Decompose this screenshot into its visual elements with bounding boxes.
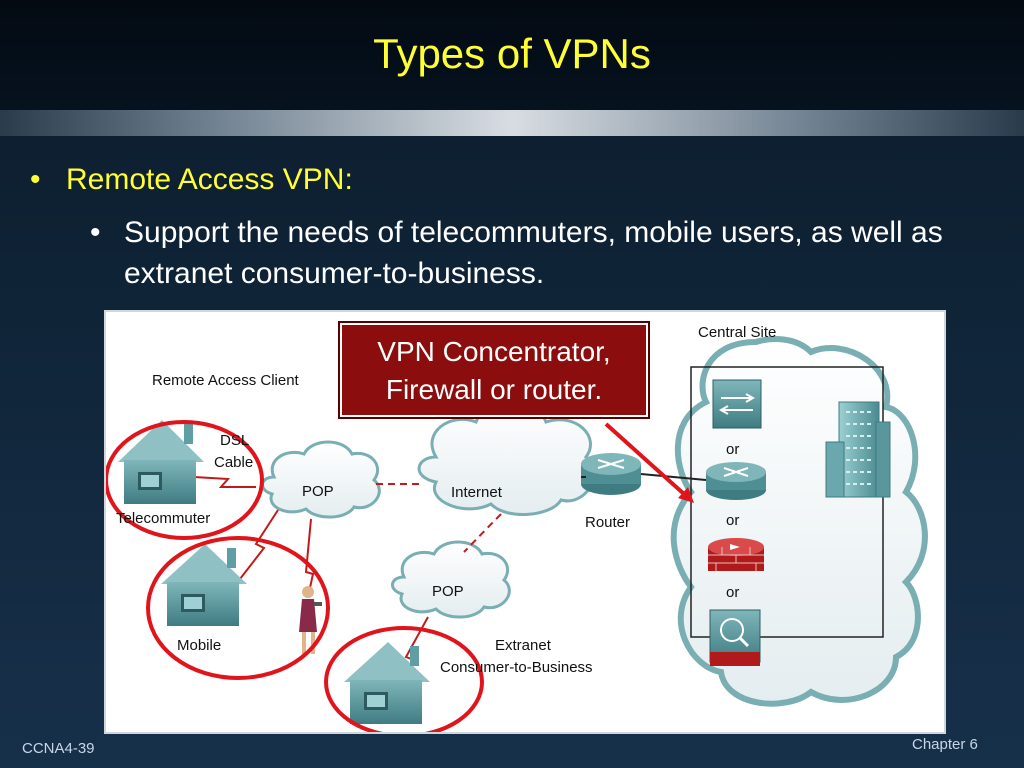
pop-bottom-label: POP — [432, 583, 464, 600]
pop-top-label: POP — [302, 483, 334, 500]
extranet-label: Extranet — [495, 637, 552, 654]
internet-pop-link — [463, 513, 502, 553]
callout-line-1: VPN Concentrator, — [377, 336, 611, 367]
central-router-icon — [706, 462, 766, 500]
telecommuter-label: Telecommuter — [116, 510, 210, 527]
callout-arrow — [604, 422, 694, 503]
callout-line-2: Firewall or router. — [385, 374, 603, 405]
sub-bullet-support-text: Support the needs of telecommuters, mobi… — [124, 216, 943, 290]
title-bar — [0, 0, 1024, 110]
mobile-pop-link — [225, 509, 279, 598]
router-central-link — [640, 473, 707, 481]
central-site-label: Central Site — [698, 324, 776, 341]
bullet-dot-icon: • — [30, 163, 41, 196]
or-label-1: or — [726, 441, 739, 458]
or-label-3: or — [726, 584, 739, 601]
consumer-to-business-label: Consumer-to-Business — [440, 659, 593, 676]
title-divider — [0, 110, 1024, 136]
mobile-user-icon — [299, 586, 322, 654]
building-icon — [825, 401, 891, 498]
firewall-icon — [708, 538, 764, 571]
footer-slide-id: CCNA4-39 — [22, 740, 95, 757]
router-icon — [581, 453, 641, 495]
mobile-house-icon — [161, 544, 247, 626]
user-pop-link — [304, 518, 315, 598]
internet-cloud — [417, 401, 596, 516]
pop-top-cloud — [261, 440, 381, 519]
or-label-2: or — [726, 512, 739, 529]
vpn-diagram: Central Site or or or — [104, 310, 946, 734]
vpn-concentrator-icon — [709, 609, 761, 666]
pop-bottom-cloud — [391, 540, 511, 619]
remote-access-client-label: Remote Access Client — [152, 372, 300, 389]
sub-bullet-dot-icon: • — [90, 216, 101, 249]
telecommuter-highlight-ring — [106, 420, 264, 540]
mobile-label: Mobile — [177, 637, 221, 654]
slide-title: Types of VPNs — [373, 30, 651, 77]
mobile-highlight-ring — [146, 536, 330, 680]
extranet-highlight-ring — [324, 626, 484, 732]
extranet-house-icon — [344, 642, 430, 724]
telecommuter-house-icon — [118, 420, 204, 504]
bullet-remote-access: • Remote Access VPN: — [30, 163, 353, 197]
footer-chapter: Chapter 6 — [912, 736, 978, 753]
dsl-label: DSL — [220, 432, 249, 449]
vpn-diagram-svg: Central Site or or or — [106, 324, 928, 732]
internet-label: Internet — [451, 484, 503, 501]
router-label: Router — [585, 514, 630, 531]
cable-label: Cable — [214, 454, 253, 471]
vpn-concentrator-callout: VPN Concentrator, Firewall or router. — [340, 323, 648, 417]
switch-icon — [712, 379, 762, 429]
bullet-remote-access-text: Remote Access VPN: — [66, 163, 353, 196]
telecommuter-dsl-link — [193, 476, 256, 488]
